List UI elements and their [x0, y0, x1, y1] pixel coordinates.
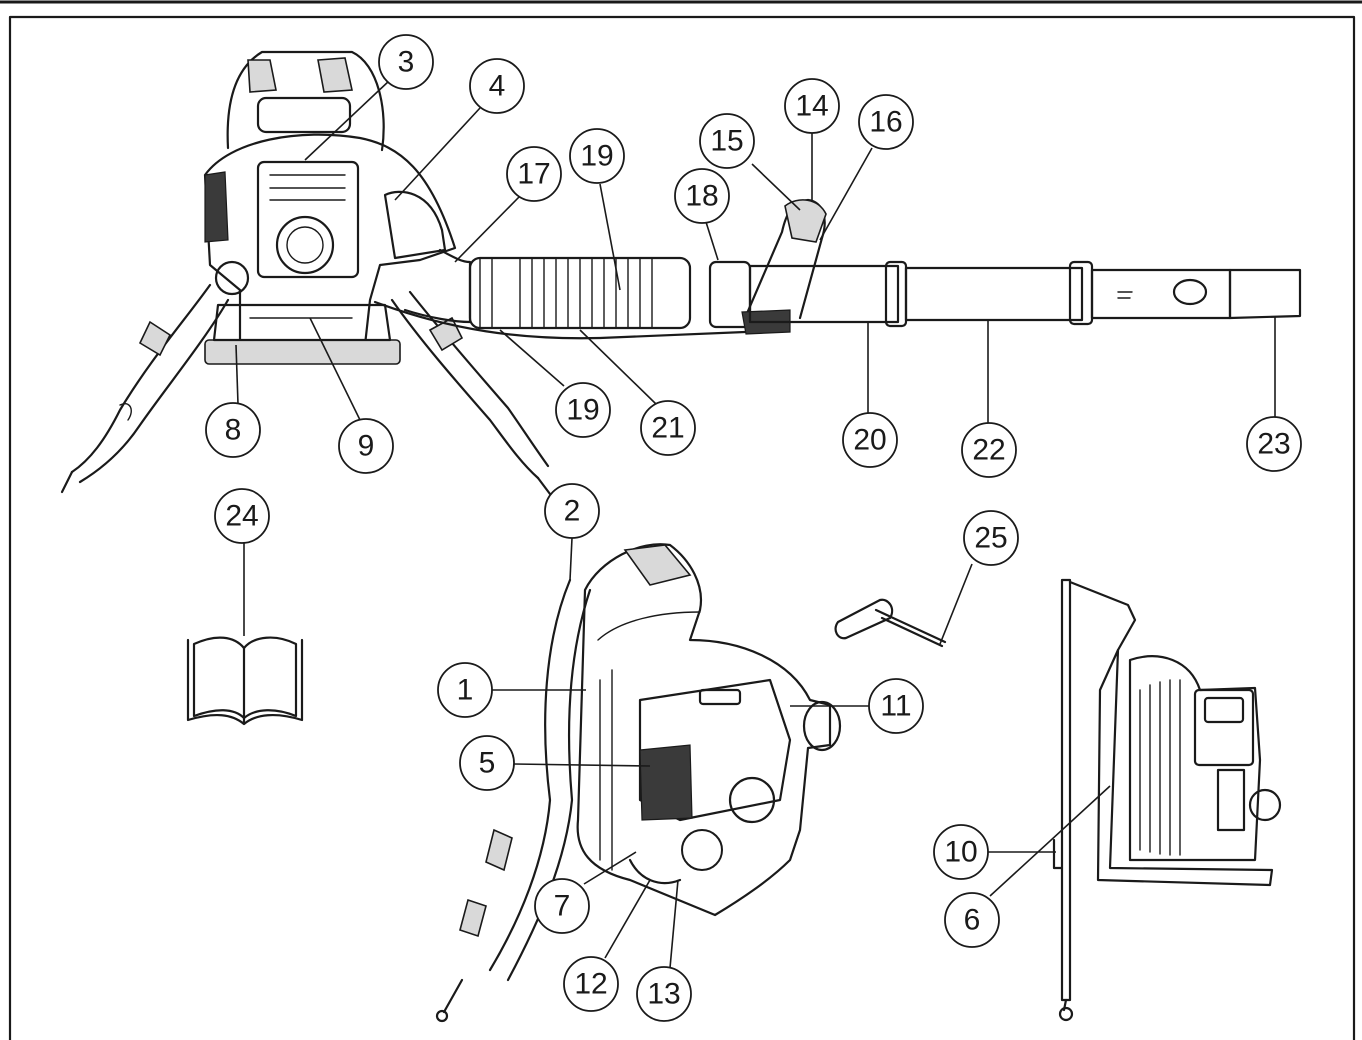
- callout-2: 2: [544, 483, 600, 539]
- callouts: 3 4 19 17 14 15 16 18 8 9 19 21 20 22 23…: [205, 34, 1302, 1022]
- leader-lines: [235, 79, 1276, 969]
- svg-text:15: 15: [710, 125, 743, 158]
- combination-wrench: [834, 598, 947, 648]
- svg-text:18: 18: [685, 180, 718, 213]
- callout-23: 23: [1246, 416, 1302, 472]
- callout-17: 17: [506, 146, 562, 202]
- callout-1: 1: [437, 662, 493, 718]
- svg-text:20: 20: [853, 424, 886, 457]
- operators-manual: [186, 636, 304, 726]
- callout-24: 24: [214, 488, 270, 544]
- callout-3: 3: [378, 34, 434, 90]
- svg-text:13: 13: [647, 978, 680, 1011]
- diagram-frame: [8, 15, 1356, 1040]
- callout-20: 20: [842, 412, 898, 468]
- svg-text:21: 21: [651, 412, 684, 445]
- svg-text:5: 5: [479, 747, 496, 780]
- svg-text:8: 8: [225, 414, 242, 447]
- callout-19-lower: 19: [555, 382, 611, 438]
- callout-16: 16: [858, 94, 914, 150]
- callout-5: 5: [459, 735, 515, 791]
- svg-text:17: 17: [517, 158, 550, 191]
- callout-15: 15: [699, 113, 755, 169]
- svg-text:10: 10: [944, 836, 977, 869]
- blower-front-view: [60, 50, 552, 496]
- svg-text:12: 12: [574, 968, 607, 1001]
- svg-text:19: 19: [566, 394, 599, 427]
- callout-22: 22: [961, 422, 1017, 478]
- callout-19-upper: 19: [569, 128, 625, 184]
- svg-text:2: 2: [564, 495, 581, 528]
- callout-12: 12: [563, 956, 619, 1012]
- callout-7: 7: [534, 878, 590, 934]
- callout-10: 10: [933, 824, 989, 880]
- svg-text:22: 22: [972, 434, 1005, 467]
- svg-text:9: 9: [358, 430, 375, 463]
- svg-text:25: 25: [974, 522, 1007, 555]
- svg-text:11: 11: [880, 690, 911, 723]
- svg-text:7: 7: [554, 890, 571, 923]
- svg-text:1: 1: [457, 674, 474, 707]
- svg-text:3: 3: [398, 46, 415, 79]
- callout-6: 6: [944, 892, 1000, 948]
- svg-text:16: 16: [869, 106, 902, 139]
- svg-text:19: 19: [580, 140, 613, 173]
- svg-text:24: 24: [225, 500, 258, 533]
- callout-9: 9: [338, 418, 394, 474]
- callout-8: 8: [205, 402, 261, 458]
- svg-text:6: 6: [964, 904, 981, 937]
- callout-18: 18: [674, 168, 730, 224]
- svg-text:14: 14: [795, 90, 828, 123]
- svg-text:4: 4: [489, 70, 506, 103]
- blower-three-quarter-view: [435, 543, 842, 1023]
- svg-text:23: 23: [1257, 428, 1290, 461]
- callout-4: 4: [469, 58, 525, 114]
- callout-21: 21: [640, 400, 696, 456]
- callout-13: 13: [636, 966, 692, 1022]
- callout-11: 11: [868, 678, 924, 734]
- blower-side-view: [1052, 578, 1282, 1022]
- callout-25: 25: [963, 510, 1019, 566]
- callout-14: 14: [784, 78, 840, 134]
